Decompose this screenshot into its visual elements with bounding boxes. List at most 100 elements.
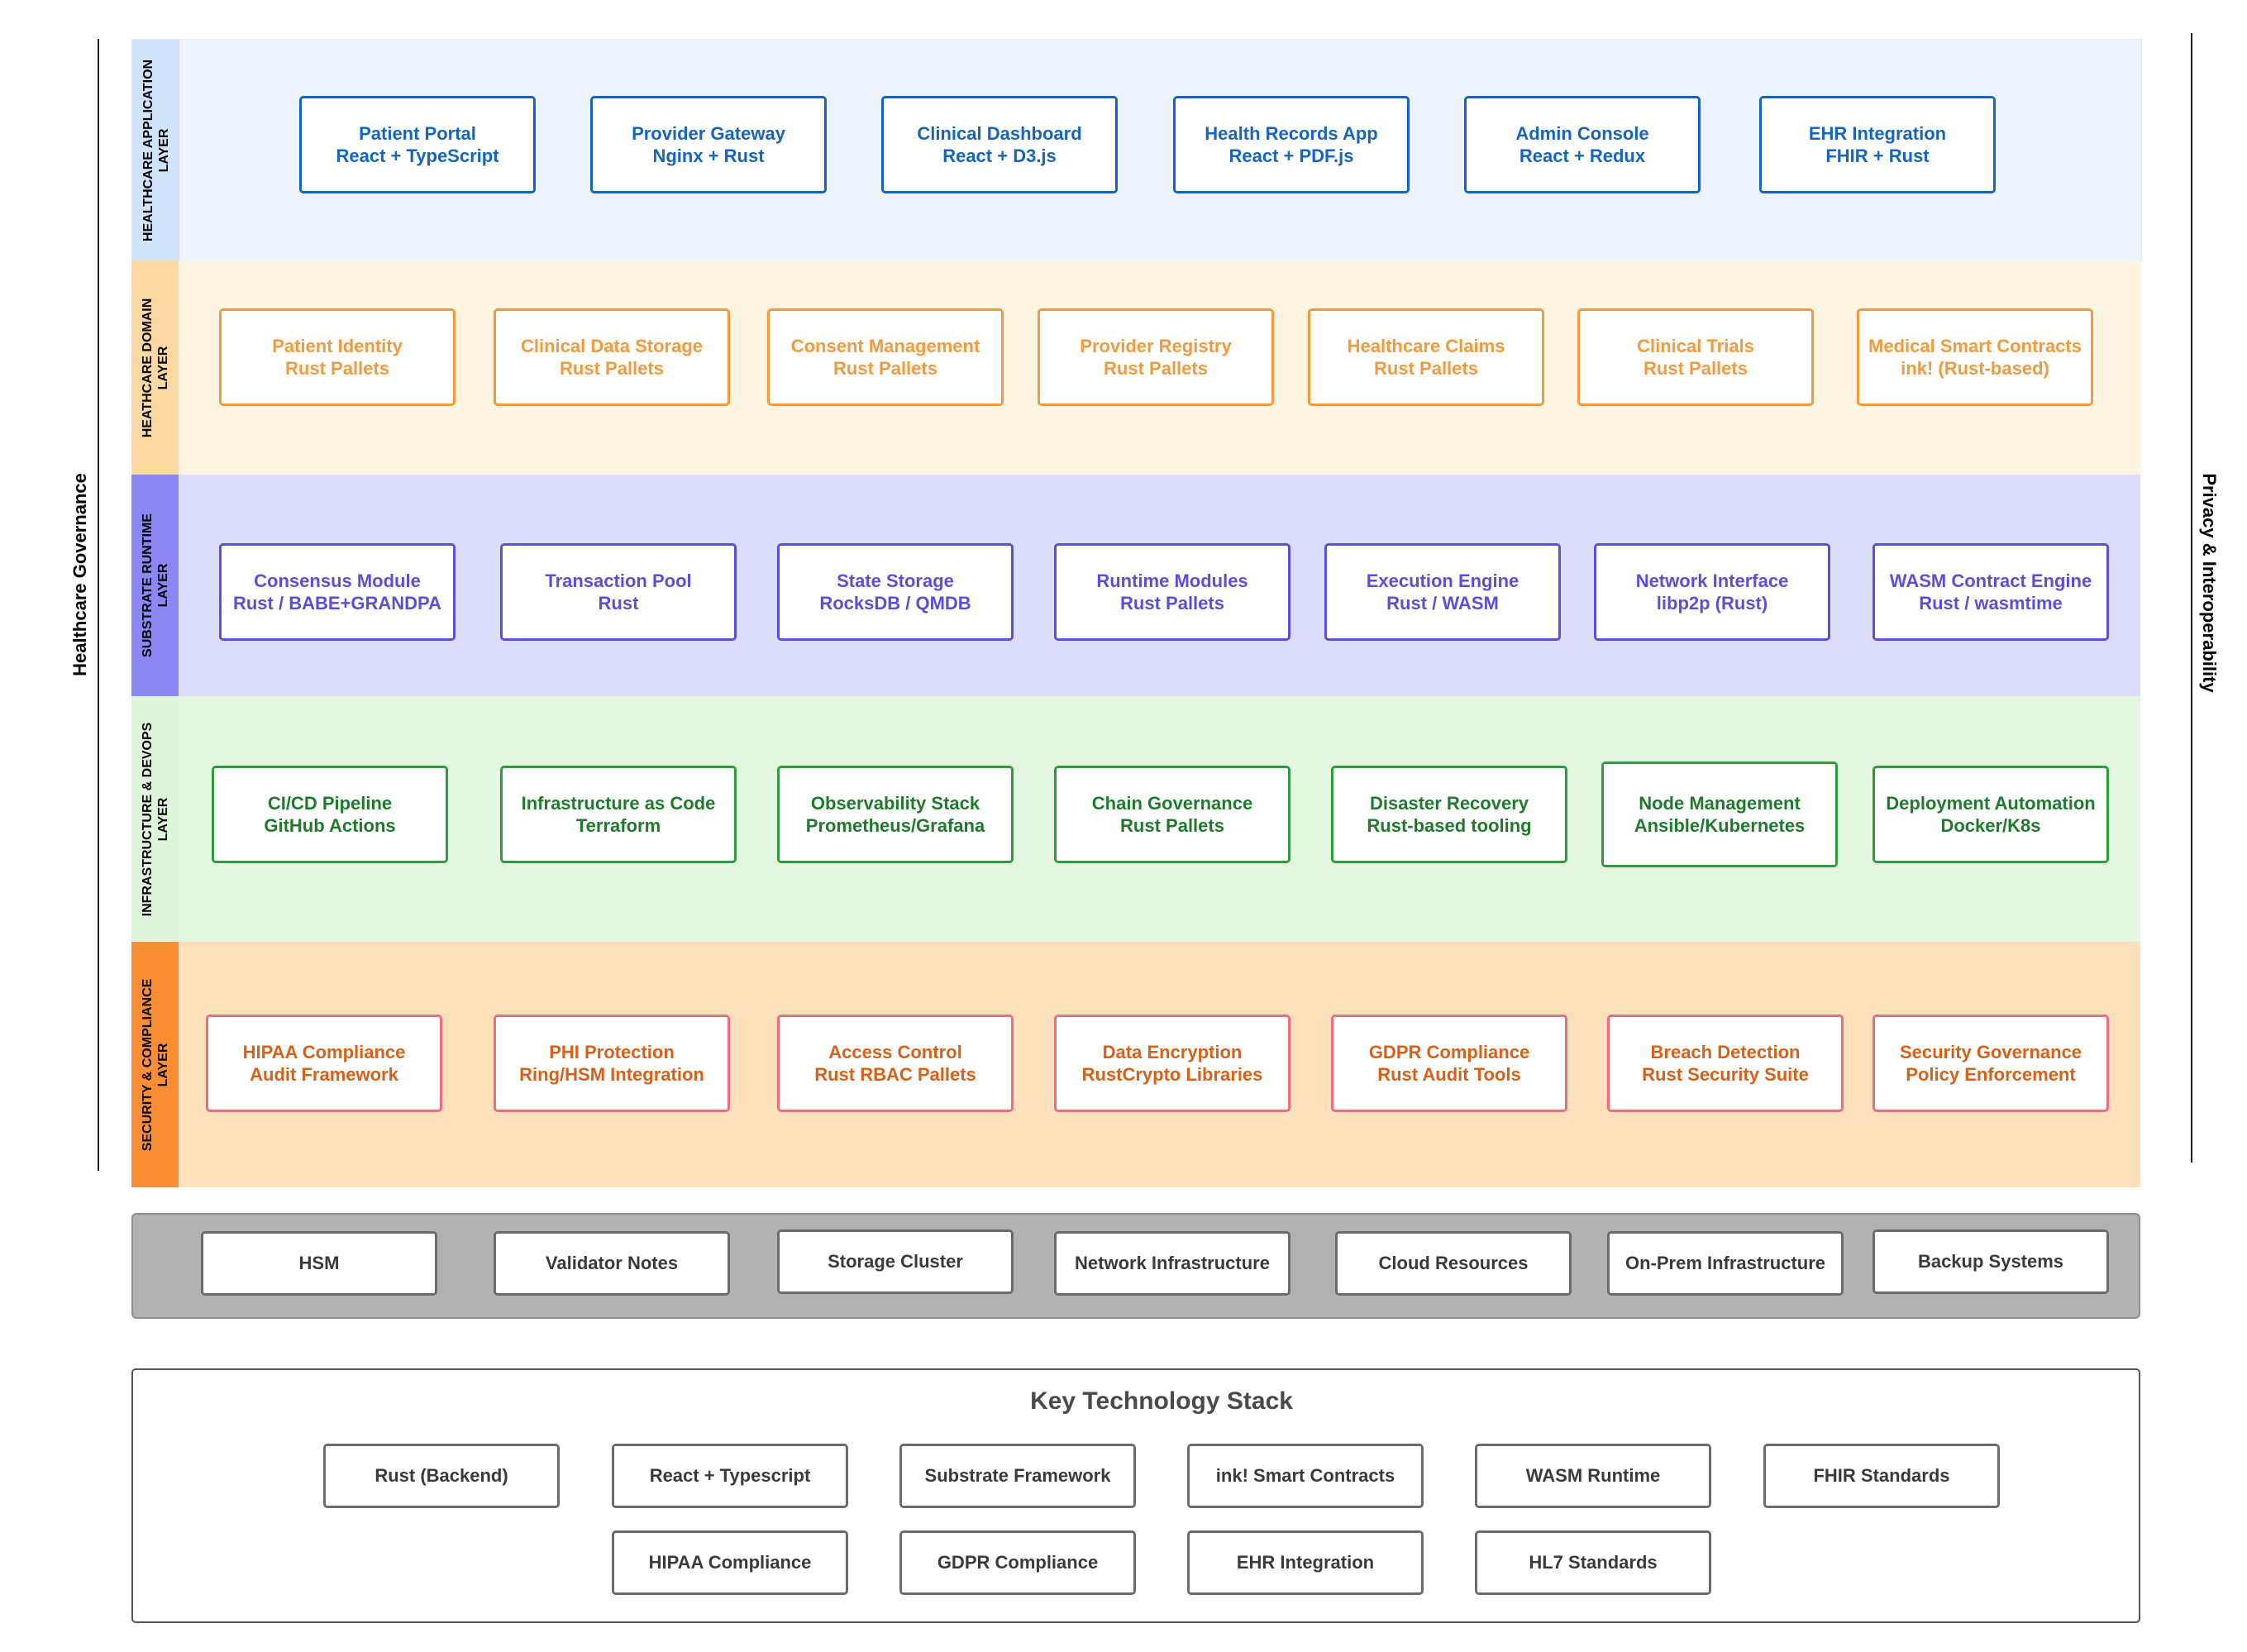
hardware-item[interactable]: Backup Systems — [1872, 1229, 2109, 1294]
component-tech: Rust Audit Tools — [1377, 1064, 1521, 1085]
hardware-item[interactable]: On-Prem Infrastructure — [1607, 1231, 1844, 1296]
component-tech: Terraform — [575, 815, 661, 836]
hardware-item[interactable]: HSM — [201, 1231, 437, 1296]
component-title: Access Control — [828, 1042, 962, 1062]
component-tech: Rust / wasmtime — [1919, 593, 2063, 614]
tech-stack-item[interactable]: ink! Smart Contracts — [1187, 1444, 1424, 1508]
tech-stack-item[interactable]: React + Typescript — [612, 1444, 848, 1508]
tech-stack-item[interactable]: HIPAA Compliance — [612, 1530, 848, 1595]
component-tech: Ansible/Kubernetes — [1634, 815, 1806, 836]
hardware-item[interactable]: Network Infrastructure — [1054, 1231, 1290, 1296]
right-governance-line — [2191, 33, 2192, 1163]
component-title: Consensus Module — [254, 571, 421, 591]
hardware-item[interactable]: Cloud Resources — [1335, 1231, 1572, 1296]
component-tech: React + D3.js — [942, 146, 1057, 166]
component-title: Provider Gateway — [632, 123, 785, 144]
component-tech: Prometheus/Grafana — [805, 815, 985, 836]
layer-label-line2: LAYER — [155, 1043, 170, 1086]
component-title: CI/CD Pipeline — [267, 793, 393, 814]
tech-stack-item[interactable]: FHIR Standards — [1763, 1444, 2000, 1508]
component-title: Disaster Recovery — [1369, 793, 1529, 814]
component-title: Medical Smart Contracts — [1868, 336, 2082, 356]
layer-label-line2: LAYER — [155, 346, 170, 389]
layer-label-line1: INFRASTRUCTURE & DEVOPS — [140, 722, 155, 916]
layer-label-line1: SUBSTRATE RUNTIME — [140, 513, 155, 657]
tech-stack-item[interactable]: Rust (Backend) — [323, 1444, 560, 1508]
component-tech: React + TypeScript — [336, 146, 499, 166]
component-title: Health Records App — [1205, 123, 1378, 144]
tech-stack-item[interactable]: WASM Runtime — [1475, 1444, 1711, 1508]
component-title: Consent Management — [790, 336, 980, 356]
left-side-label: Healthcare Governance — [69, 473, 90, 676]
component-title: Provider Registry — [1080, 336, 1232, 356]
hardware-item[interactable]: Validator Notes — [494, 1231, 730, 1296]
component-title: State Storage — [837, 571, 954, 591]
component-tech: Rust Pallets — [285, 358, 389, 379]
component-title: Data Encryption — [1102, 1042, 1243, 1062]
component-tech: React + Redux — [1519, 146, 1646, 166]
component-title: EHR Integration — [1808, 123, 1947, 144]
layer-label-line1: HEALTHCARE APPLICATION — [141, 59, 155, 242]
component-tech: RocksDB / QMDB — [819, 593, 971, 614]
hardware-item[interactable]: Storage Cluster — [777, 1229, 1014, 1294]
component-title: Patient Identity — [272, 336, 403, 356]
component-title: Network Interface — [1635, 571, 1789, 591]
tech-stack-item[interactable]: GDPR Compliance — [899, 1530, 1136, 1595]
component-tech: Rust Pallets — [1644, 358, 1748, 379]
tech-stack-item[interactable]: Substrate Framework — [899, 1444, 1136, 1508]
component-title: Deployment Automation — [1886, 793, 2096, 814]
component-title: Admin Console — [1515, 123, 1649, 144]
component-tech: ink! (Rust-based) — [1901, 358, 2049, 379]
layer-label-line1: HEATHCARE DOMAIN — [140, 298, 155, 437]
component-tech: RustCrypto Libraries — [1081, 1064, 1263, 1085]
tech-stack-item[interactable]: HL7 Standards — [1475, 1530, 1711, 1595]
component-title: Clinical Dashboard — [917, 123, 1082, 144]
component-tech: Rust Pallets — [1374, 358, 1478, 379]
component-title: PHI Protection — [549, 1042, 675, 1062]
component-tech: React + PDF.js — [1228, 146, 1354, 166]
component-tech: Audit Framework — [250, 1064, 398, 1085]
component-tech: Rust / WASM — [1386, 593, 1499, 614]
component-title: Execution Engine — [1366, 571, 1519, 591]
component-title: Node Management — [1639, 793, 1801, 814]
tech-stack-item[interactable]: EHR Integration — [1187, 1530, 1424, 1595]
component-title: Clinical Trials — [1637, 336, 1754, 356]
component-title: WASM Contract Engine — [1889, 571, 2092, 591]
